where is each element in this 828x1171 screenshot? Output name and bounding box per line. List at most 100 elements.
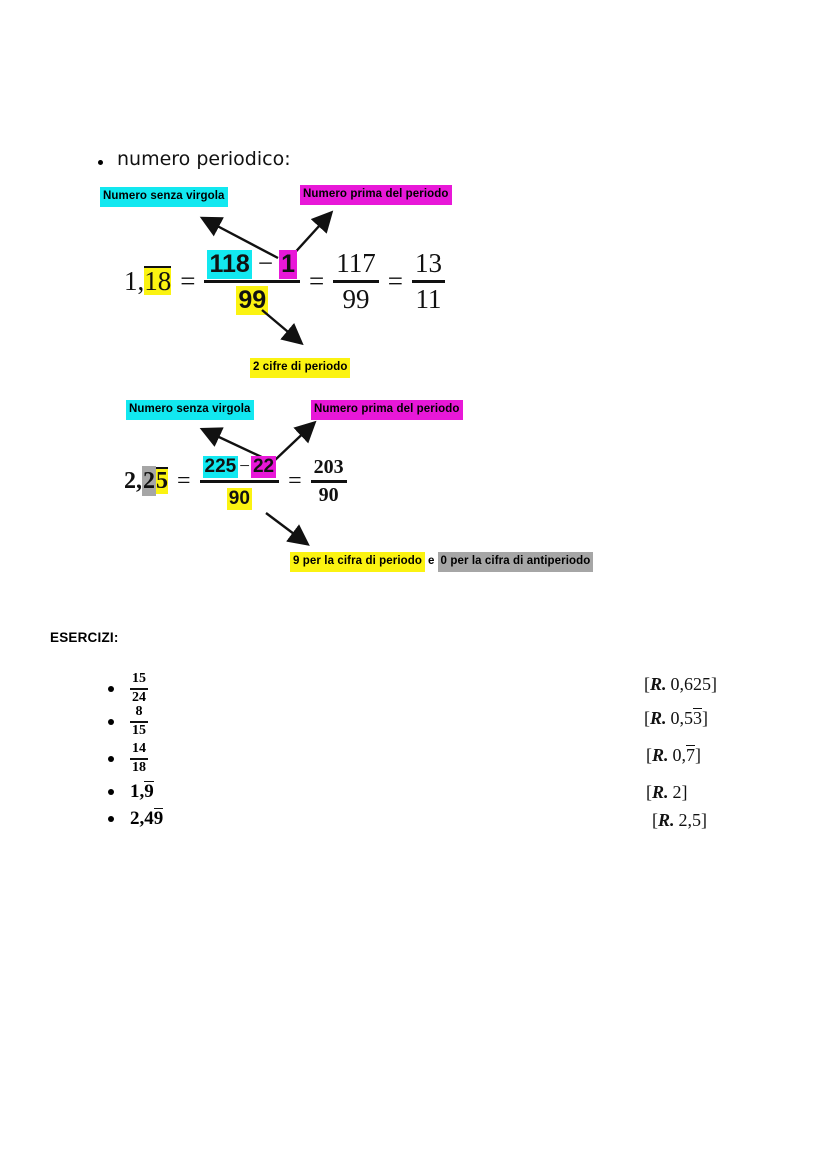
answer-r-label: R.: [650, 708, 667, 728]
example1-equals-3: =: [387, 265, 403, 296]
example2-equation: 2,25 = 225−22 90 = 203 90: [124, 452, 347, 511]
arrow-to-cyan-label-2: [199, 427, 269, 462]
example2-numerator-subtrahend: 22: [250, 456, 277, 478]
arrow-to-yellow-label-2: [265, 512, 310, 546]
exercise-fraction: 14 18: [130, 741, 148, 775]
example1-lhs: 1,18: [124, 265, 172, 297]
example1-yellow-label: 2 cifre di periodo: [250, 357, 351, 378]
example1-equation: 1,18 = 118−1 99 = 117 99 = 13 11: [124, 248, 445, 315]
example2-fraction-2-numerator: 203: [313, 456, 344, 478]
answer-close-bracket: ]: [681, 782, 688, 802]
answer-open-bracket: [: [646, 745, 652, 765]
example1-cyan-label: Numero senza virgola: [100, 186, 228, 207]
example2-fraction-2-bar: [310, 480, 347, 483]
answer-r-label: R.: [652, 782, 669, 802]
exercise-fraction-denominator: 18: [132, 759, 146, 775]
exercise-decimal-overline: 9: [153, 808, 164, 829]
example2-cyan-label-text: Numero senza virgola: [126, 400, 254, 420]
example2-cyan-label: Numero senza virgola: [126, 399, 254, 420]
answer-close-bracket: ]: [702, 708, 709, 728]
example1-fraction-2-numerator: 117: [336, 248, 376, 278]
answer-open-bracket: [: [644, 674, 650, 694]
example2-gray-label-text: 0 per la cifra di antiperiodo: [437, 552, 594, 572]
example2-yellow-label-text: 9 per la cifra di periodo: [290, 552, 426, 572]
exercise-bullet-dot: [108, 755, 114, 762]
exercise-decimal-overline: 9: [144, 781, 154, 802]
exercise-item: 1,9: [108, 781, 154, 803]
example2-lhs: 2,25: [124, 466, 168, 497]
example1-magenta-label-text: Numero prima del periodo: [300, 185, 452, 205]
example1-fraction-1-bar: [204, 280, 300, 283]
answer-value: 2,5: [678, 810, 702, 830]
example2-lhs-period: 5: [156, 467, 168, 495]
example1-equals-1: =: [180, 265, 196, 296]
example1-fraction-3: 13 11: [411, 248, 445, 315]
exercise-fraction-denominator: 24: [132, 689, 146, 705]
example1-fraction-3-bar: [411, 280, 445, 283]
exercise-answer: [R.2,5]: [652, 810, 707, 831]
answer-r-label: R.: [650, 674, 667, 694]
example1-magenta-label: Numero prima del periodo: [300, 184, 452, 205]
section-heading: numero periodico:: [98, 148, 291, 170]
exercise-answer: [R.2]: [646, 782, 688, 803]
exercise-fraction: 8 15: [130, 704, 148, 738]
exercise-answer: [R.0,625]: [644, 674, 717, 695]
example2-fraction-2-denominator: 90: [318, 483, 339, 506]
exercise-item: 15 24: [108, 671, 148, 705]
exercise-decimal-value: 2,4: [130, 808, 154, 829]
example2-bottom-label: 9 per la cifra di periodo e 0 per la cif…: [290, 551, 594, 572]
example1-yellow-label-text: 2 cifre di periodo: [250, 358, 351, 378]
example1-fraction-1-numerator: 118−1: [204, 248, 299, 280]
example2-magenta-label: Numero prima del periodo: [311, 399, 463, 420]
answer-close-bracket: ]: [695, 745, 702, 765]
bullet-dot: [98, 160, 103, 165]
example1-numerator-subtrahend: 1: [279, 250, 297, 279]
exercise-fraction: 15 24: [130, 671, 148, 705]
example2-lhs-antiperiod: 2: [142, 466, 156, 497]
example1-equals-2: =: [308, 265, 325, 296]
answer-overline-digit: 7: [686, 745, 696, 765]
example1-numerator-minuend: 118: [207, 250, 252, 279]
exercise-bullet-dot: [108, 789, 114, 795]
example1-fraction-3-denominator: 11: [415, 283, 442, 314]
exercise-item: 2,49: [108, 808, 164, 830]
example1-cyan-label-text: Numero senza virgola: [100, 187, 228, 207]
answer-close-bracket: ]: [701, 810, 708, 830]
answer-close-bracket: ]: [711, 674, 718, 694]
answer-open-bracket: [: [652, 810, 658, 830]
example2-fraction-1-numerator: 225−22: [200, 452, 280, 480]
exercise-fraction-bar: [130, 757, 148, 760]
example1-lhs-integer: 1,: [124, 265, 145, 296]
exercise-decimal: 2,49: [130, 808, 164, 830]
answer-value: 0,: [672, 745, 687, 765]
example2-lhs-integer: 2,: [124, 468, 142, 495]
arrow-to-yellow-label-1: [261, 309, 304, 346]
example2-label-joiner: e: [428, 555, 435, 567]
exercise-bullet-dot: [108, 816, 114, 822]
exercise-answer: [R.0,7]: [646, 745, 701, 766]
example1-fraction-2-denominator: 99: [342, 283, 370, 314]
exercise-fraction-numerator: 8: [135, 704, 143, 719]
answer-r-label: R.: [658, 810, 675, 830]
section-heading-label: numero periodico:: [117, 148, 291, 170]
example2-numerator-minuend: 225: [202, 456, 239, 478]
exercise-fraction-bar: [130, 720, 148, 723]
exercise-fraction-denominator: 15: [132, 722, 146, 738]
example1-fraction-3-numerator: 13: [414, 248, 442, 278]
arrow-to-magenta-label-2: [274, 420, 317, 461]
exercise-bullet-dot: [108, 718, 114, 725]
example2-denominator-value: 90: [226, 487, 252, 510]
example2-fraction-2: 203 90: [310, 456, 347, 507]
example1-lhs-period: 18: [144, 265, 172, 296]
exercise-item: 14 18: [108, 741, 148, 775]
example2-minus-sign: −: [239, 456, 250, 477]
arrow-to-cyan-label-1: [199, 216, 279, 260]
exercise-fraction-numerator: 14: [132, 741, 146, 756]
exercise-fraction-numerator: 15: [132, 671, 146, 686]
example1-fraction-2-bar: [333, 280, 379, 283]
example1-fraction-2: 117 99: [333, 248, 379, 315]
answer-overline-digit: 3: [693, 708, 703, 728]
answer-r-label: R.: [652, 745, 669, 765]
example2-fraction-1-bar: [199, 480, 280, 483]
example1-minus-sign: −: [257, 248, 274, 278]
